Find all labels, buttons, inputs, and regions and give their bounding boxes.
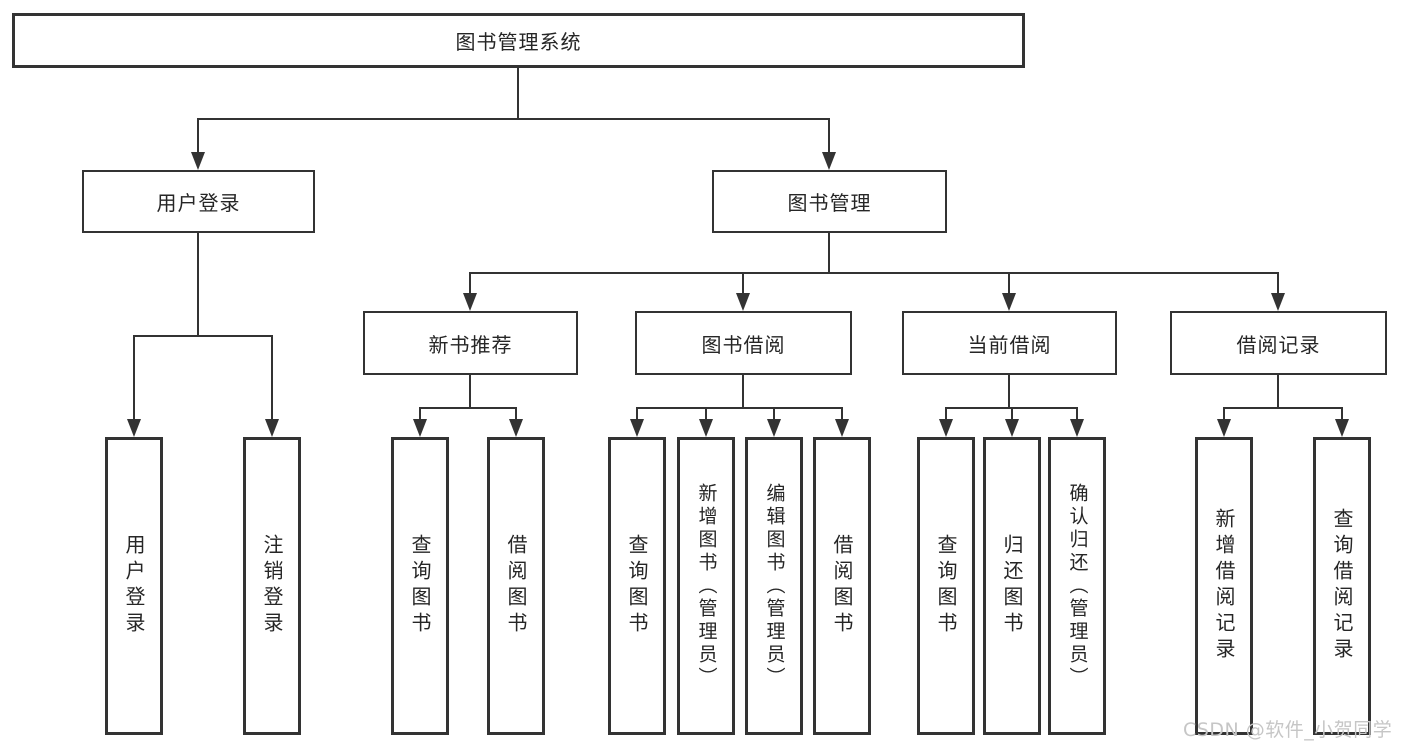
leaf-confirm-return-admin: 确认归还（管理员） xyxy=(1048,437,1106,735)
connector-arrow-down xyxy=(413,407,427,437)
node-label: 当前借阅 xyxy=(967,332,1052,357)
leaf-label: 编辑图书（管理员） xyxy=(763,482,786,690)
connector-line xyxy=(636,407,843,409)
node-label: 图书管理系统 xyxy=(455,30,582,54)
connector-line xyxy=(469,272,1279,274)
connector-line xyxy=(1277,375,1279,407)
connector-arrow-down xyxy=(1217,407,1231,437)
leaf-label: 用户登录 xyxy=(122,534,146,638)
leaf-label: 查询图书 xyxy=(625,534,649,638)
node-label: 借阅记录 xyxy=(1236,332,1321,357)
leaf-borrow-books: 借阅图书 xyxy=(813,437,871,735)
node-library-management-system: 图书管理系统 xyxy=(12,13,1025,68)
leaf-query-books: 查询图书 xyxy=(917,437,975,735)
connector-arrow-down xyxy=(127,335,141,437)
connector-arrow-down xyxy=(265,335,279,437)
csdn-watermark: CSDN @软件_小贺同学 xyxy=(1183,719,1393,741)
connector-arrow-down xyxy=(1335,407,1349,437)
leaf-query-borrow-record: 查询借阅记录 xyxy=(1313,437,1371,735)
connector-line xyxy=(1008,375,1010,407)
leaf-logout: 注销登录 xyxy=(243,437,301,735)
node-borrowing-records: 借阅记录 xyxy=(1170,311,1387,375)
connector-line xyxy=(197,118,830,120)
leaf-label: 查询借阅记录 xyxy=(1330,508,1354,664)
connector-arrow-down xyxy=(835,407,849,437)
leaf-borrow-books: 借阅图书 xyxy=(487,437,545,735)
connector-arrow-down xyxy=(191,118,205,170)
connector-arrow-down xyxy=(1271,272,1285,311)
connector-arrow-down xyxy=(463,272,477,311)
connector-arrow-down xyxy=(1005,407,1019,437)
leaf-add-books-admin: 新增图书（管理员） xyxy=(677,437,735,735)
leaf-add-borrow-record: 新增借阅记录 xyxy=(1195,437,1253,735)
connector-line xyxy=(517,68,519,118)
node-book-borrowing: 图书借阅 xyxy=(635,311,852,375)
connector-line xyxy=(742,375,744,407)
leaf-query-books: 查询图书 xyxy=(391,437,449,735)
node-label: 图书借阅 xyxy=(701,332,786,357)
node-label: 用户登录 xyxy=(156,191,241,215)
connector-arrow-down xyxy=(699,407,713,437)
connector-arrow-down xyxy=(630,407,644,437)
connector-line xyxy=(133,335,273,337)
connector-arrow-down xyxy=(822,118,836,170)
node-current-borrowing: 当前借阅 xyxy=(902,311,1117,375)
connector-line xyxy=(828,233,830,272)
leaf-return-books: 归还图书 xyxy=(983,437,1041,735)
node-new-book-recommendation: 新书推荐 xyxy=(363,311,578,375)
connector-line xyxy=(1223,407,1343,409)
leaf-label: 确认归还（管理员） xyxy=(1066,482,1089,690)
leaf-label: 新增借阅记录 xyxy=(1212,508,1236,664)
connector-arrow-down xyxy=(939,407,953,437)
connector-line xyxy=(469,375,471,407)
node-label: 新书推荐 xyxy=(428,332,513,357)
connector-arrow-down xyxy=(509,407,523,437)
leaf-label: 借阅图书 xyxy=(504,534,528,638)
leaf-label: 借阅图书 xyxy=(830,534,854,638)
leaf-query-books: 查询图书 xyxy=(608,437,666,735)
connector-arrow-down xyxy=(1070,407,1084,437)
leaf-label: 新增图书（管理员） xyxy=(695,482,718,690)
leaf-edit-books-admin: 编辑图书（管理员） xyxy=(745,437,803,735)
node-label: 图书管理 xyxy=(787,191,872,215)
connector-arrow-down xyxy=(767,407,781,437)
node-user-login: 用户登录 xyxy=(82,170,315,233)
leaf-label: 查询图书 xyxy=(408,534,432,638)
leaf-user-login: 用户登录 xyxy=(105,437,163,735)
node-book-management: 图书管理 xyxy=(712,170,947,233)
leaf-label: 归还图书 xyxy=(1000,534,1024,638)
connector-arrow-down xyxy=(1002,272,1016,311)
leaf-label: 注销登录 xyxy=(260,534,284,638)
connector-arrow-down xyxy=(736,272,750,311)
leaf-label: 查询图书 xyxy=(934,534,958,638)
connector-line xyxy=(197,233,199,335)
connector-line xyxy=(419,407,517,409)
